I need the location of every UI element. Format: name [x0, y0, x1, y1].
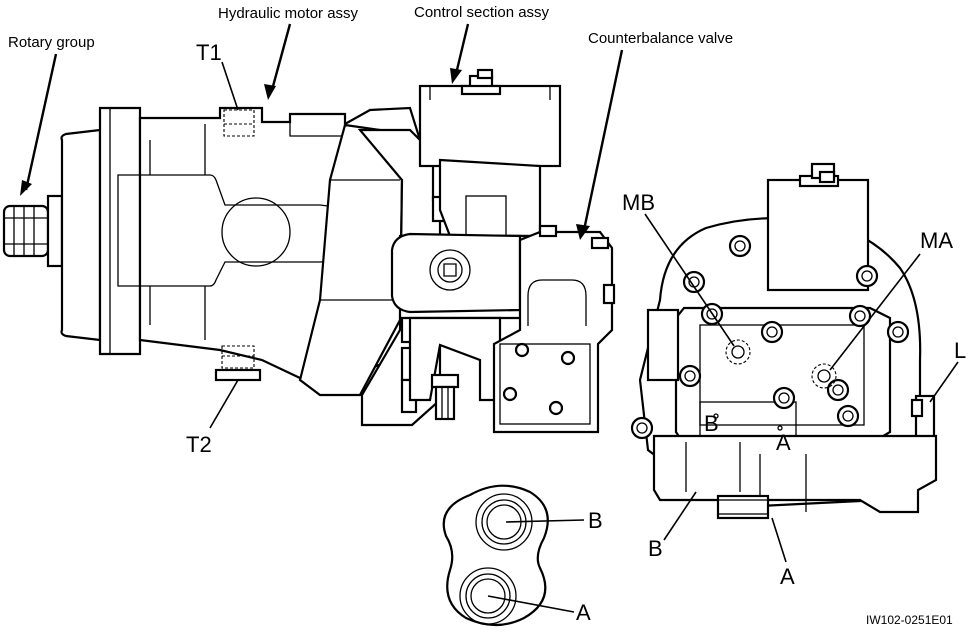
- label-port-b: B: [588, 508, 603, 533]
- label-port-ma: MA: [920, 228, 953, 253]
- label-block-b: B: [704, 411, 719, 436]
- front-flange: [46, 106, 142, 356]
- counterbalance-valve: [492, 224, 616, 434]
- label-hydraulic-motor-assy: Hydraulic motor assy: [218, 5, 359, 22]
- label-end-view-a: A: [780, 564, 795, 589]
- motor-side-view: [2, 106, 449, 427]
- label-control-section-assy: Control section assy: [414, 4, 550, 21]
- label-port-l: L: [954, 338, 966, 363]
- hydraulic-arrowhead: [264, 84, 276, 100]
- leader-lines: [20, 23, 959, 613]
- shaft-spline: [2, 204, 50, 258]
- label-port-t1: T1: [196, 40, 222, 65]
- counterbalance-arrowhead: [576, 224, 590, 240]
- label-counterbalance-valve: Counterbalance valve: [588, 30, 733, 47]
- label-port-mb: MB: [622, 190, 655, 215]
- label-port-a: A: [576, 600, 591, 625]
- label-rotary-group: Rotary group: [8, 34, 95, 51]
- control-arrowhead: [450, 68, 462, 84]
- motor-end-view: [630, 162, 938, 520]
- label-port-t2: T2: [186, 432, 212, 457]
- rotary-arrowhead: [20, 180, 32, 196]
- motor-housing: [117, 106, 422, 397]
- port-block-view: [442, 484, 549, 627]
- label-end-view-b: B: [648, 536, 663, 561]
- control-section: [390, 68, 562, 320]
- figure-code: IW102-0251E01: [866, 613, 953, 627]
- label-block-a: A: [776, 430, 791, 455]
